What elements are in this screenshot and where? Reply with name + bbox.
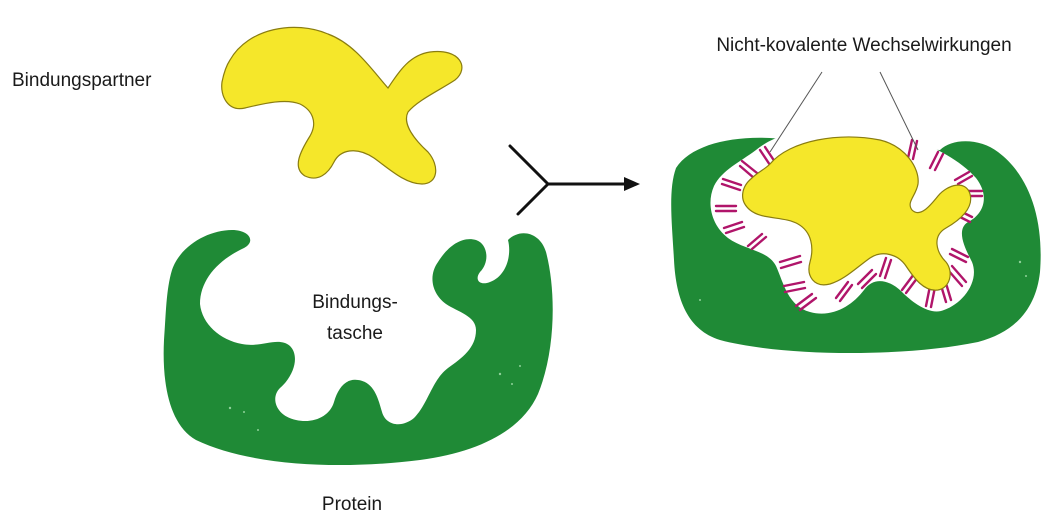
binding-pocket-label-line2: tasche <box>327 323 383 344</box>
noncovalent-interactions-label: Nicht-kovalente Wechselwirkungen <box>716 35 1011 56</box>
binding-partner-label: Bindungspartner <box>12 70 152 91</box>
ligand-shape <box>222 27 462 184</box>
protein-label: Protein <box>322 494 382 515</box>
arrow-head <box>624 177 640 191</box>
reaction-arrow <box>510 146 640 214</box>
binding-pocket-label-line1: Bindungs- <box>312 292 398 313</box>
protein-shape <box>164 230 553 465</box>
